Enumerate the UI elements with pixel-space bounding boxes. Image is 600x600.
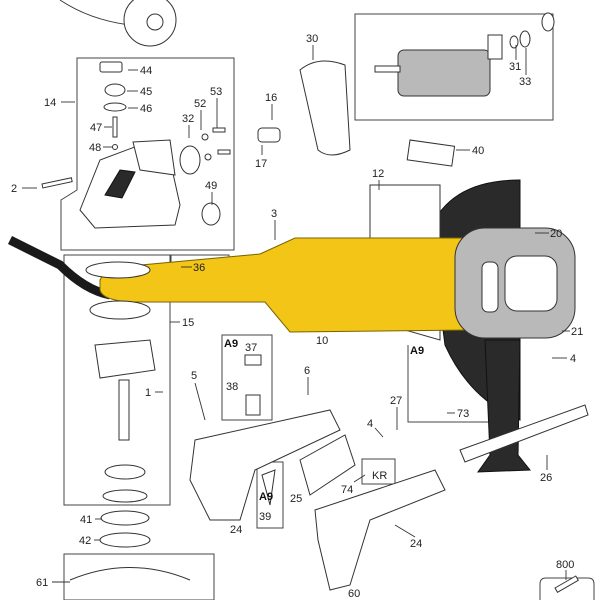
rear-handle-24 bbox=[314, 469, 446, 591]
kit-label-a9-39: A9 bbox=[259, 491, 273, 503]
part-label-41: 41 bbox=[80, 514, 92, 526]
part-label-800: 800 bbox=[556, 559, 574, 571]
part-label-36: 36 bbox=[193, 262, 205, 274]
group-box-14 bbox=[60, 57, 235, 251]
part-label-73: 73 bbox=[457, 408, 469, 420]
part-label-44: 44 bbox=[140, 65, 152, 77]
part-label-39: 39 bbox=[259, 511, 271, 523]
part-label-27: 27 bbox=[390, 395, 402, 407]
group-box-a9-37 bbox=[221, 334, 273, 421]
part-label-49: 49 bbox=[205, 180, 217, 192]
cable-800 bbox=[554, 575, 579, 594]
part-label-5: 5 bbox=[191, 370, 197, 382]
fan-part bbox=[59, 0, 177, 47]
gear-housing bbox=[41, 61, 281, 229]
part-label-42: 42 bbox=[79, 535, 91, 547]
group-box-armature bbox=[354, 13, 554, 121]
group-box-74 bbox=[361, 458, 396, 485]
part-label-31: 31 bbox=[509, 61, 521, 73]
part-label-6: 6 bbox=[304, 365, 310, 377]
power-cord bbox=[7, 235, 112, 300]
part-label-4-top: 4 bbox=[570, 353, 576, 365]
part-label-60: 60 bbox=[348, 588, 360, 600]
part-label-14: 14 bbox=[44, 97, 56, 109]
part-label-33: 33 bbox=[519, 76, 531, 88]
kit-label-kr: KR bbox=[372, 470, 387, 482]
part-label-1: 1 bbox=[145, 387, 151, 399]
part-label-46: 46 bbox=[140, 103, 152, 115]
part-label-15: 15 bbox=[182, 317, 194, 329]
part-label-17: 17 bbox=[255, 158, 267, 170]
part-label-38: 38 bbox=[226, 381, 238, 393]
part-label-30: 30 bbox=[306, 33, 318, 45]
brush-spring-39 bbox=[261, 469, 276, 506]
kit-label-a9-37: A9 bbox=[224, 338, 238, 350]
part-label-20: 20 bbox=[550, 228, 562, 240]
part-label-26: 26 bbox=[540, 472, 552, 484]
group-box-61 bbox=[63, 553, 215, 600]
part-label-32: 32 bbox=[182, 113, 194, 125]
group-box-15 bbox=[63, 254, 171, 506]
grinder-body bbox=[99, 227, 576, 339]
group-box-a9-73 bbox=[407, 345, 490, 423]
part-label-21: 21 bbox=[571, 326, 583, 338]
part-label-52: 52 bbox=[194, 98, 206, 110]
spindle-assembly bbox=[85, 261, 156, 548]
housing-half-24 bbox=[189, 409, 341, 521]
guard-61 bbox=[69, 567, 191, 581]
part-label-48: 48 bbox=[89, 142, 101, 154]
leader-lines bbox=[22, 45, 570, 583]
group-box-800 bbox=[539, 577, 595, 600]
part-label-10: 10 bbox=[316, 335, 328, 347]
part-label-74: 74 bbox=[341, 484, 353, 496]
part-label-24-right: 24 bbox=[410, 538, 422, 550]
part-label-37: 37 bbox=[245, 342, 257, 354]
part-label-25: 25 bbox=[290, 493, 302, 505]
part-label-24-left: 24 bbox=[230, 524, 242, 536]
part-label-47: 47 bbox=[90, 122, 102, 134]
switch-25 bbox=[299, 434, 356, 496]
spring-38 bbox=[245, 394, 261, 416]
part-label-4-mid: 4 bbox=[367, 418, 373, 430]
part-label-40: 40 bbox=[472, 145, 484, 157]
part-label-45: 45 bbox=[140, 86, 152, 98]
armature bbox=[299, 12, 555, 156]
part-label-16: 16 bbox=[265, 92, 277, 104]
part-label-2: 2 bbox=[11, 183, 17, 195]
part-label-61: 61 bbox=[36, 577, 48, 589]
part-label-53: 53 bbox=[210, 86, 222, 98]
handle-bracket bbox=[459, 404, 589, 463]
label-plate-40 bbox=[406, 139, 456, 167]
part-label-12: 12 bbox=[372, 168, 384, 180]
kit-label-a9-73: A9 bbox=[410, 345, 424, 357]
spring-clip-37 bbox=[244, 354, 262, 366]
part-label-3: 3 bbox=[271, 208, 277, 220]
